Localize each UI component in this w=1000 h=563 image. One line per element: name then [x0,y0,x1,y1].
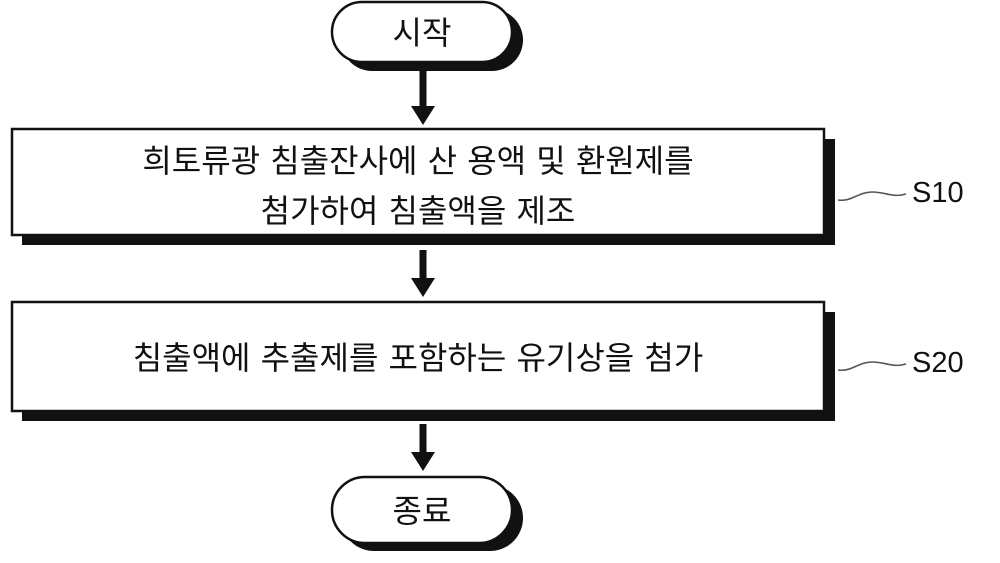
process-box-s20: 침출액에 추출제를 포함하는 유기상을 첨가 [12,302,835,421]
leader-line-s20 [838,362,906,370]
reference-s20: S20 [838,347,964,379]
reference-s10: S10 [838,177,964,209]
arrow-s20-to-end [411,424,435,471]
end-label: 종료 [393,492,452,530]
arrow-start-to-s10 [411,70,435,125]
start-label: 시작 [393,14,452,52]
step-s10-line-1: 희토류광 침출잔사에 산 용액 및 환원제를 [142,142,693,180]
step-s10-line-2: 첨가하여 침출액을 제조 [261,192,576,230]
leader-line-s10 [838,192,906,200]
ref-label-s20: S20 [912,347,964,379]
process-box-s10: 희토류광 침출잔사에 산 용액 및 환원제를 첨가하여 침출액을 제조 [12,129,835,245]
step-s20-line-1: 침출액에 추출제를 포함하는 유기상을 첨가 [133,339,704,377]
ref-label-s10: S10 [912,177,964,209]
arrow-s10-to-s20 [411,250,435,297]
end-terminator: 종료 [332,477,523,551]
start-terminator: 시작 [332,2,523,71]
